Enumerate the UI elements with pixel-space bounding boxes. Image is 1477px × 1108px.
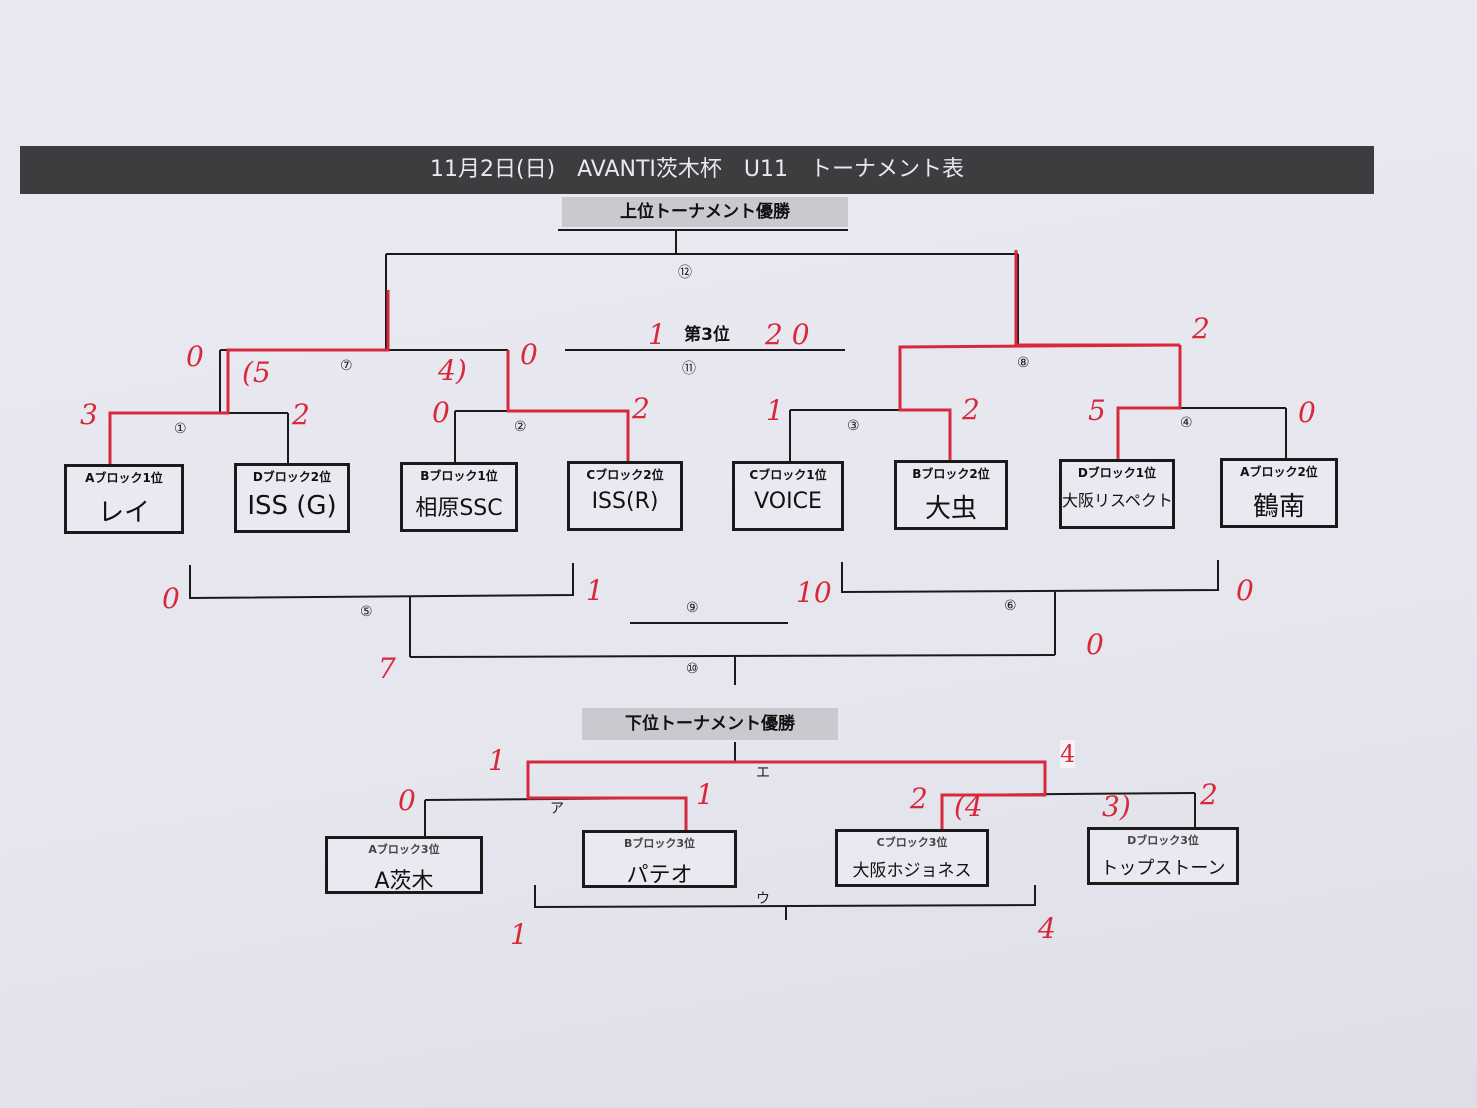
team-box: Dブロック3位トップストーン <box>1087 827 1239 885</box>
score: 2 <box>632 392 650 425</box>
block-label: Bブロック3位 <box>623 837 696 850</box>
team-box: Dブロック1位大阪リスペクト <box>1059 459 1175 529</box>
team-name: 相原SSC <box>415 496 503 521</box>
team-name: 大阪ホジョネス <box>852 861 972 881</box>
match-number-7: ⑦ <box>340 358 353 374</box>
block-label: Cブロック1位 <box>749 468 827 482</box>
team-name: トップストーン <box>1100 858 1226 879</box>
score: 0 <box>432 396 450 429</box>
team-box: Cブロック2位 ISS(R) <box>567 461 683 531</box>
match-number-1: ① <box>174 421 187 437</box>
team-name: VOICE <box>754 489 822 514</box>
upper-champion-label: 上位トーナメント優勝 <box>562 197 848 227</box>
team-box: Bブロック1位相原SSC <box>400 462 518 532</box>
score: 4 <box>1060 740 1076 768</box>
block-label: Aブロック1位 <box>85 471 163 485</box>
team-box: Cブロック1位 VOICE <box>732 461 844 531</box>
team-name: 鶴南 <box>1252 492 1305 522</box>
team-box: Aブロック2位鶴南 <box>1220 458 1338 528</box>
page-title: 11月2日(日) AVANTI茨木杯 U11 トーナメント表 <box>20 146 1374 194</box>
team-box: Aブロック3位 A茨木 <box>325 836 483 894</box>
third-place-label: 第3位 <box>684 325 730 345</box>
score: 4 <box>1038 912 1056 945</box>
score: 1 <box>586 574 604 607</box>
score: 1 <box>488 744 506 777</box>
match-label-a: ア <box>550 801 564 817</box>
match-label-e: エ <box>756 765 770 781</box>
block-label: Bブロック2位 <box>912 467 990 481</box>
score: 0 <box>520 338 538 371</box>
match-number-10: ⑩ <box>686 661 699 677</box>
match-number-8: ⑧ <box>1017 355 1030 371</box>
score: 3) <box>1102 790 1131 823</box>
score: 0 <box>1086 628 1104 661</box>
team-box: Aブロック1位レイ <box>64 464 184 534</box>
score: 3 <box>80 398 98 431</box>
score: 2 <box>910 782 928 815</box>
score: 4) <box>438 354 467 387</box>
score: 1 <box>696 778 714 811</box>
score: 0 <box>398 784 416 817</box>
block-label: Dブロック3位 <box>1127 834 1199 847</box>
score: (4 <box>954 790 983 823</box>
team-name: 大阪リスペクト <box>1062 491 1173 510</box>
match-number-5: ⑤ <box>360 604 373 620</box>
score: 1 <box>766 394 784 427</box>
match-number-6: ⑥ <box>1004 598 1017 614</box>
block-label: Cブロック3位 <box>876 836 948 849</box>
block-label: Bブロック1位 <box>420 469 498 483</box>
score: 1 <box>510 918 528 951</box>
score: 0 <box>1236 574 1254 607</box>
score: 2 <box>962 393 980 426</box>
team-box: Bブロック3位パテオ <box>582 830 737 888</box>
score: 0 <box>162 582 180 615</box>
team-box: Bブロック2位大虫 <box>894 460 1008 530</box>
score: 2 <box>1200 778 1218 811</box>
match-label-u: ウ <box>756 891 770 907</box>
score: 5 <box>1088 394 1106 427</box>
team-box: Cブロック3位大阪ホジョネス <box>835 829 989 887</box>
team-box: Dブロック2位 ISS (G) <box>234 463 350 533</box>
score: 2 <box>292 398 310 431</box>
block-label: Aブロック2位 <box>1240 465 1318 479</box>
team-name: ISS (G) <box>247 491 337 521</box>
block-label: Dブロック1位 <box>1077 466 1157 480</box>
match-number-2: ② <box>514 419 527 435</box>
score: 2 <box>1192 312 1210 345</box>
team-name: A茨木 <box>374 869 434 894</box>
team-name: パテオ <box>626 863 693 888</box>
score: 10 <box>796 576 832 609</box>
team-name: レイ <box>97 498 150 528</box>
score: 1 <box>648 318 666 351</box>
lower-champion-label: 下位トーナメント優勝 <box>582 708 838 740</box>
match-number-11: ⑪ <box>682 361 696 377</box>
match-number-9: ⑨ <box>686 600 699 616</box>
block-label: Aブロック3位 <box>368 843 440 856</box>
match-number-4: ④ <box>1180 415 1193 431</box>
score: 0 <box>186 340 204 373</box>
block-label: Dブロック2位 <box>252 470 332 484</box>
team-name: 大虫 <box>924 494 977 524</box>
match-number-3: ③ <box>847 418 860 434</box>
score: 7 <box>378 652 396 685</box>
team-name: ISS(R) <box>591 489 659 514</box>
score: (5 <box>242 356 271 389</box>
score: 2 0 <box>765 318 810 351</box>
winner-path <box>108 250 1182 832</box>
match-number-12: ⑫ <box>678 265 692 281</box>
score: 0 <box>1298 396 1316 429</box>
block-label: Cブロック2位 <box>586 468 664 482</box>
